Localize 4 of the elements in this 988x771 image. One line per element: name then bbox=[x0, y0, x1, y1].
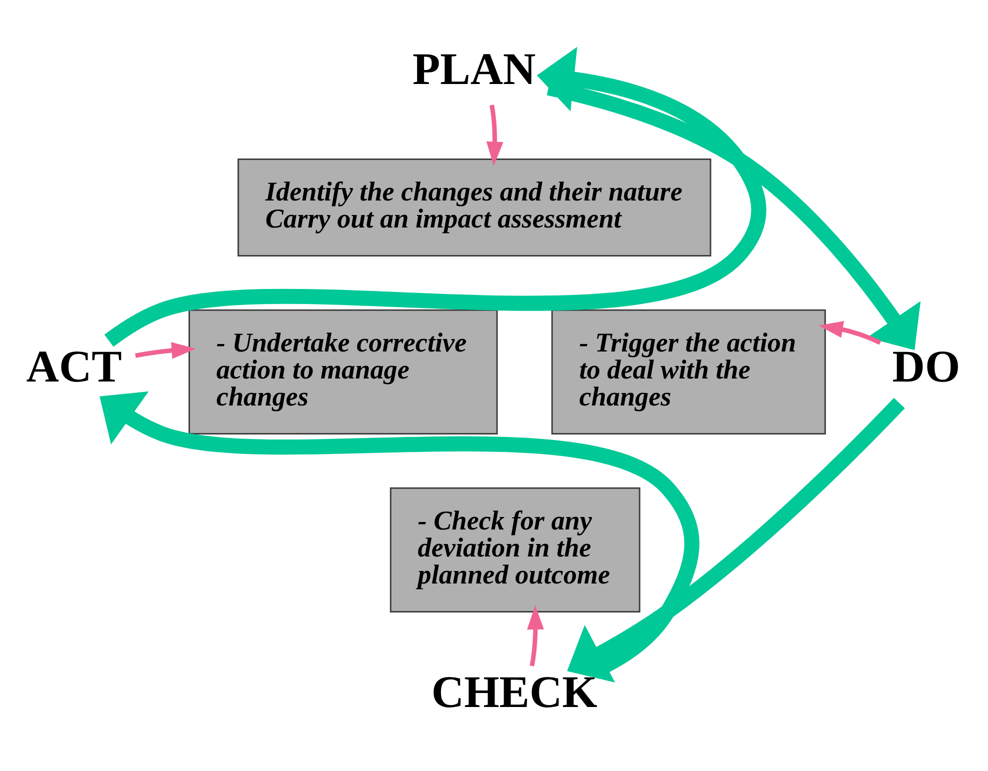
node-text: ACT bbox=[26, 342, 122, 392]
node-text: PLAN bbox=[412, 44, 536, 94]
node-text: DO bbox=[892, 342, 960, 392]
node-text: CHECK bbox=[431, 666, 598, 717]
